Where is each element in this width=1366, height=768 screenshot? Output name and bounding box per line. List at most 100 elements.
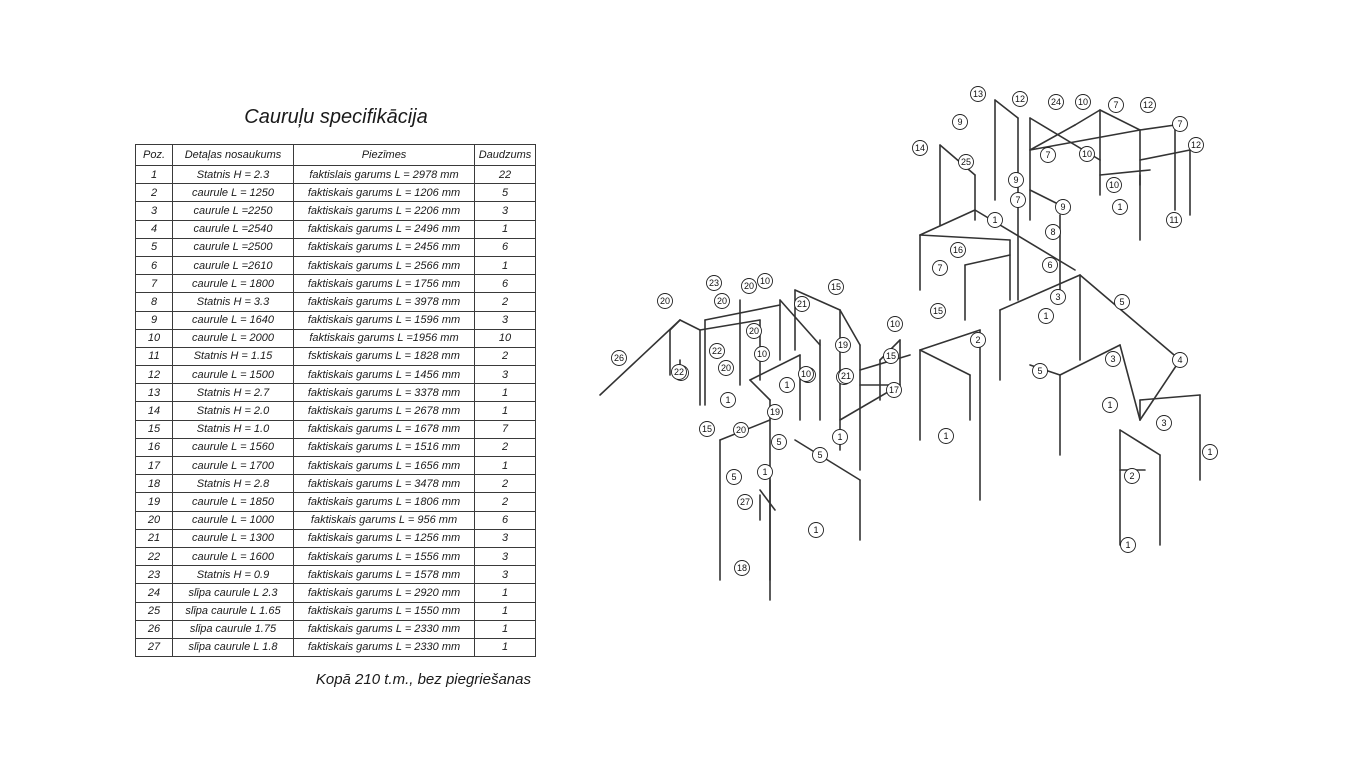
- callout-label: 7: [1045, 150, 1050, 160]
- callout: 18: [734, 560, 750, 576]
- callout: 15: [828, 279, 844, 295]
- cell-notes: faktiskais garums L = 1596 mm: [293, 310, 475, 330]
- callout-label: 15: [831, 282, 841, 292]
- callout-circle: [1172, 352, 1188, 368]
- pipe-segment: [919, 329, 981, 351]
- callout-circle: [1106, 177, 1122, 193]
- callout-circle: [1166, 212, 1182, 228]
- pipe-segment: [599, 319, 681, 396]
- cell-qty: 3: [474, 365, 536, 385]
- table-header-row: Poz. Detaļas nosaukums Piezīmes Daudzums: [135, 144, 536, 166]
- cell-name: Statnis H = 1.0: [172, 419, 294, 439]
- callout: 10: [1106, 177, 1122, 193]
- callout-circle: [726, 469, 742, 485]
- callout: 7: [1040, 147, 1056, 163]
- cell-name: caurule L = 1800: [172, 274, 294, 294]
- pipe-segment: [679, 319, 701, 331]
- pipe-segment: [1029, 124, 1076, 151]
- callout-label: 10: [1109, 180, 1119, 190]
- callout-circle: [1102, 397, 1118, 413]
- callout-circle: [1048, 94, 1064, 110]
- callout: 12: [1140, 97, 1156, 113]
- cell-qty: 10: [474, 328, 536, 348]
- cell-name: caurule L =2610: [172, 255, 294, 276]
- cell-notes: fsktiskais garums L = 1828 mm: [293, 346, 475, 367]
- callout-circle: [1140, 97, 1156, 113]
- callout: 7: [1010, 192, 1026, 208]
- callout-label: 10: [890, 319, 900, 329]
- pipe-segment: [919, 349, 971, 376]
- cell-name: caurule L = 1850: [172, 492, 294, 512]
- pipe-segment: [794, 289, 841, 311]
- callout: 3: [1050, 289, 1066, 305]
- callout-circle: [733, 422, 749, 438]
- cell-notes: faktiskais garums L = 1550 mm: [293, 601, 475, 621]
- cell-name: caurule L = 1500: [172, 365, 294, 385]
- callout-circle: [938, 428, 954, 444]
- callout-label: 9: [957, 117, 962, 127]
- callout-label: 27: [740, 497, 750, 507]
- cell-name: Statnis H = 3.3: [172, 292, 294, 312]
- callout-label: 15: [933, 306, 943, 316]
- callout-circle: [1112, 199, 1128, 215]
- callout-circle: [1055, 199, 1071, 215]
- spec-title: Cauruļu specifikācija: [244, 106, 428, 128]
- callout: 2: [970, 332, 986, 348]
- callout-circle: [1075, 94, 1091, 110]
- callout-label: 1: [837, 432, 842, 442]
- cell-notes: faktiskais garums L = 2678 mm: [293, 401, 475, 421]
- cell-poz: 15: [135, 419, 173, 439]
- callout-circle: [950, 242, 966, 258]
- callout-circle: [1124, 468, 1140, 484]
- callout-circle: [912, 140, 928, 156]
- cell-notes: faktiskais garums L = 1656 mm: [293, 455, 475, 476]
- callout-label: 1: [762, 467, 767, 477]
- callout-circle: [835, 337, 851, 353]
- callout-label: 10: [760, 276, 770, 286]
- callout: 25: [958, 154, 974, 170]
- callout: 1: [1120, 537, 1136, 553]
- callout-label: 1: [1107, 400, 1112, 410]
- cell-poz: 13: [135, 383, 173, 403]
- pipe-segment: [919, 209, 976, 236]
- pipe-spec-table: Poz. Detaļas nosaukums Piezīmes Daudzums…: [135, 144, 536, 658]
- callout-circle: [1040, 147, 1056, 163]
- callout-circle: [757, 464, 773, 480]
- col-header-name: Detaļas nosaukums: [172, 144, 294, 166]
- pipe-segment: [699, 319, 761, 331]
- callout-circle: [1108, 97, 1124, 113]
- callout: 1: [832, 429, 848, 445]
- callout-label: 1: [1125, 540, 1130, 550]
- pipe-segment: [1099, 109, 1141, 131]
- pipe-segment: [964, 254, 1011, 266]
- callout-label: 5: [731, 472, 736, 482]
- cell-name: Statnis H = 2.7: [172, 383, 294, 403]
- callout: 20: [714, 293, 730, 309]
- cell-notes: faktiskais garums L = 2496 mm: [293, 219, 475, 239]
- cell-poz: 16: [135, 437, 173, 458]
- pipe-segment: [994, 99, 1019, 119]
- callout-label: 1: [1117, 202, 1122, 212]
- callout: 22: [671, 364, 687, 380]
- cell-notes: faktiskais garums L = 3478 mm: [293, 474, 475, 494]
- cell-qty: 2: [474, 492, 536, 512]
- callout-label: 2: [1129, 471, 1134, 481]
- cell-notes: faktiskais garums L = 1456 mm: [293, 365, 475, 385]
- callout: 1: [1202, 444, 1218, 460]
- cell-notes: faktiskais garums L = 1256 mm: [293, 528, 475, 548]
- cell-qty: 6: [474, 510, 536, 530]
- callout: 19: [835, 337, 851, 353]
- callout-label: 8: [1050, 227, 1055, 237]
- callout-label: 20: [717, 296, 727, 306]
